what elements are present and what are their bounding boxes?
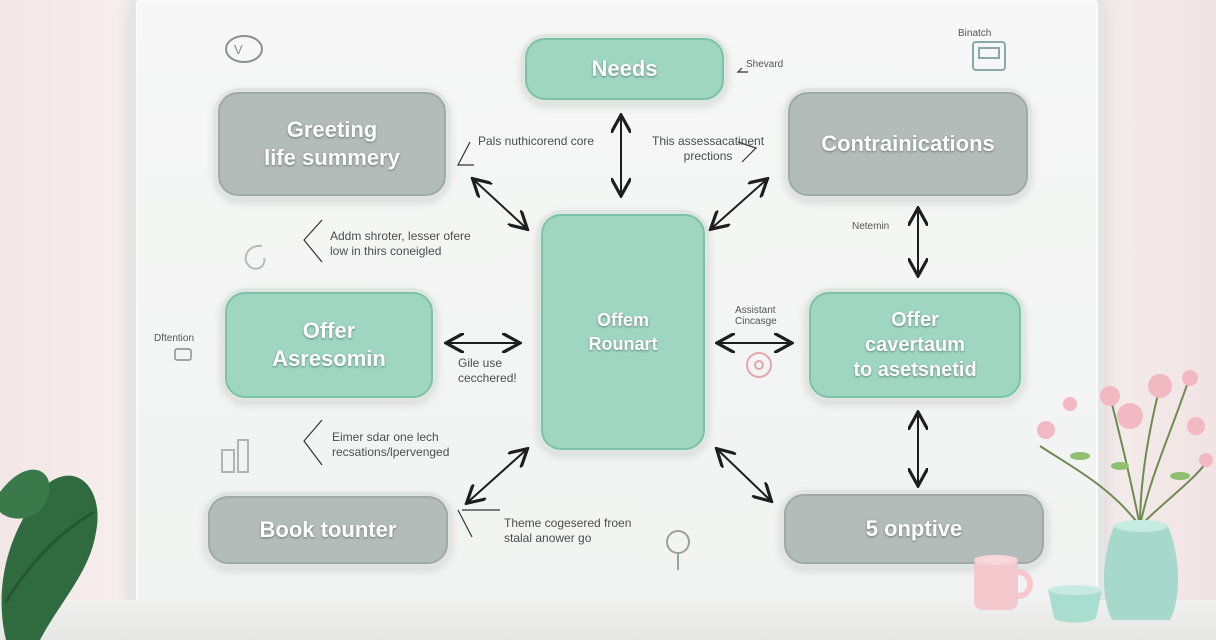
sigma-mark [737,141,758,163]
arrow-greeting-center [474,180,526,228]
flower-icon [746,352,772,378]
note-addm: Addm shroter, lesser ofere low in thirs … [330,229,471,258]
note-netermin: Netemin [852,221,890,232]
node-center[interactable]: Offem Rounart [537,210,709,454]
node-offer-right[interactable]: Offer cavertaum to asetsnetid [805,288,1025,402]
note-assistant: Assistant Cincasge [735,305,777,327]
monstera-plant [0,469,98,640]
note-shevard: Shevard [746,59,784,70]
node-greeting-label: Greeting life summery [218,92,446,196]
node-optive[interactable]: 5 onptive [780,490,1048,568]
bottle-icon [221,439,249,473]
note-theme: Theme cogesered froen stalal anower go [504,516,632,545]
sigma-mark [457,509,500,538]
pink-mug [974,555,1033,610]
note-nutrition: Pals nuthicorend core [478,134,595,148]
node-offer-left[interactable]: Offer Asresomin [221,288,437,402]
arrow-center-optive [718,450,770,500]
note-assessment: This assessacatinent prections [652,134,765,163]
node-offer-right-label: Offer cavertaum to asetsnetid [809,292,1021,398]
note-eimer: Eimer sdar one lech recsations/lpervenge… [332,430,450,459]
sigma-mark [736,67,748,73]
node-book[interactable]: Book tounter [204,492,452,568]
node-book-label: Book tounter [208,496,448,564]
note-gile: Gile use cecchered! [458,356,517,385]
node-center-label: Offem Rounart [541,214,705,450]
sigma-mark [457,141,474,166]
machine-icon [972,41,1006,71]
note-binatch: Binatch [958,28,992,39]
arrow-contra-center [712,180,766,228]
node-greeting[interactable]: Greeting life summery [214,88,450,200]
node-optive-label: 5 onptive [784,494,1044,564]
arrow-center-book [468,450,526,502]
node-contraindications-label: Contrainications [788,92,1028,196]
note-dftention: Dftention [154,333,195,344]
sigma-mark [303,419,323,466]
chat-icon [174,348,192,361]
node-needs[interactable]: Needs [521,34,728,104]
flower-vase [1037,370,1213,620]
svg-text:V: V [234,42,243,57]
teal-cup [1048,585,1102,623]
node-contraindications[interactable]: Contrainications [784,88,1032,200]
badge-icon: V [225,35,263,63]
node-needs-label: Needs [525,38,724,100]
node-offer-left-label: Offer Asresomin [225,292,433,398]
bulb-icon [666,530,690,570]
sigma-mark [303,219,323,263]
leaf-icon [244,244,266,270]
